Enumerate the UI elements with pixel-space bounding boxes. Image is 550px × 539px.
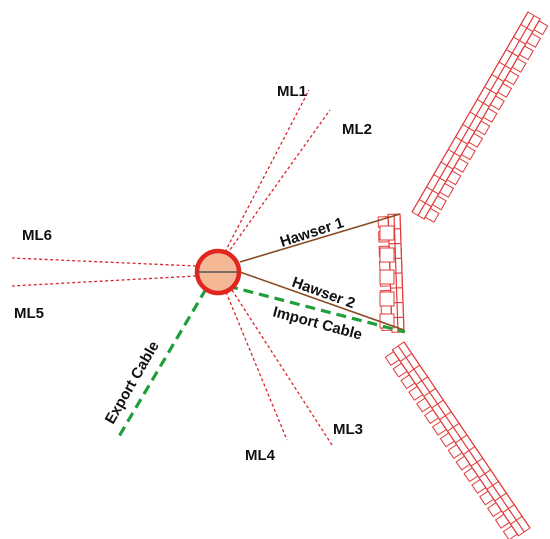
vessel-member bbox=[417, 15, 535, 216]
mooring-line-ml1 bbox=[224, 89, 310, 253]
label-ml2: ML2 bbox=[342, 121, 372, 138]
label-ml5: ML5 bbox=[14, 305, 44, 322]
hawser-1-line bbox=[239, 213, 401, 263]
mooring-line-ml2 bbox=[226, 109, 331, 255]
vessel-member bbox=[393, 214, 399, 333]
vessel-side-cell bbox=[379, 291, 395, 307]
mooring-buoy bbox=[194, 248, 242, 296]
vessel-member bbox=[391, 349, 519, 537]
label-hawser-1: Hawser 1 bbox=[278, 214, 346, 251]
vessel-member bbox=[411, 11, 529, 213]
label-ml4: ML4 bbox=[245, 447, 276, 464]
label-ml3: ML3 bbox=[333, 421, 363, 438]
import-cable-line bbox=[227, 284, 406, 334]
label-ml6: ML6 bbox=[22, 227, 52, 244]
vessel-member bbox=[397, 345, 525, 533]
vessel-side-cell bbox=[379, 269, 395, 285]
mooring-line-ml5 bbox=[11, 275, 197, 287]
hawser-2-line bbox=[239, 271, 405, 331]
vessel-member bbox=[403, 341, 531, 529]
vessel-member bbox=[423, 18, 541, 220]
vessel-lower-arm bbox=[384, 341, 531, 539]
label-ml1: ML1 bbox=[277, 83, 307, 100]
vessel-member bbox=[399, 213, 405, 333]
label-hawser-2: Hawser 2 bbox=[290, 274, 358, 313]
vessel-side-cell bbox=[379, 247, 395, 263]
mooring-lines bbox=[11, 89, 333, 446]
vessel-structure bbox=[377, 11, 549, 539]
mooring-line-ml6 bbox=[11, 257, 197, 267]
export-cable-line bbox=[116, 288, 208, 439]
mooring-line-ml4 bbox=[225, 291, 288, 441]
vessel-side-cell bbox=[379, 225, 395, 241]
vessel-upper-arm bbox=[411, 11, 549, 223]
